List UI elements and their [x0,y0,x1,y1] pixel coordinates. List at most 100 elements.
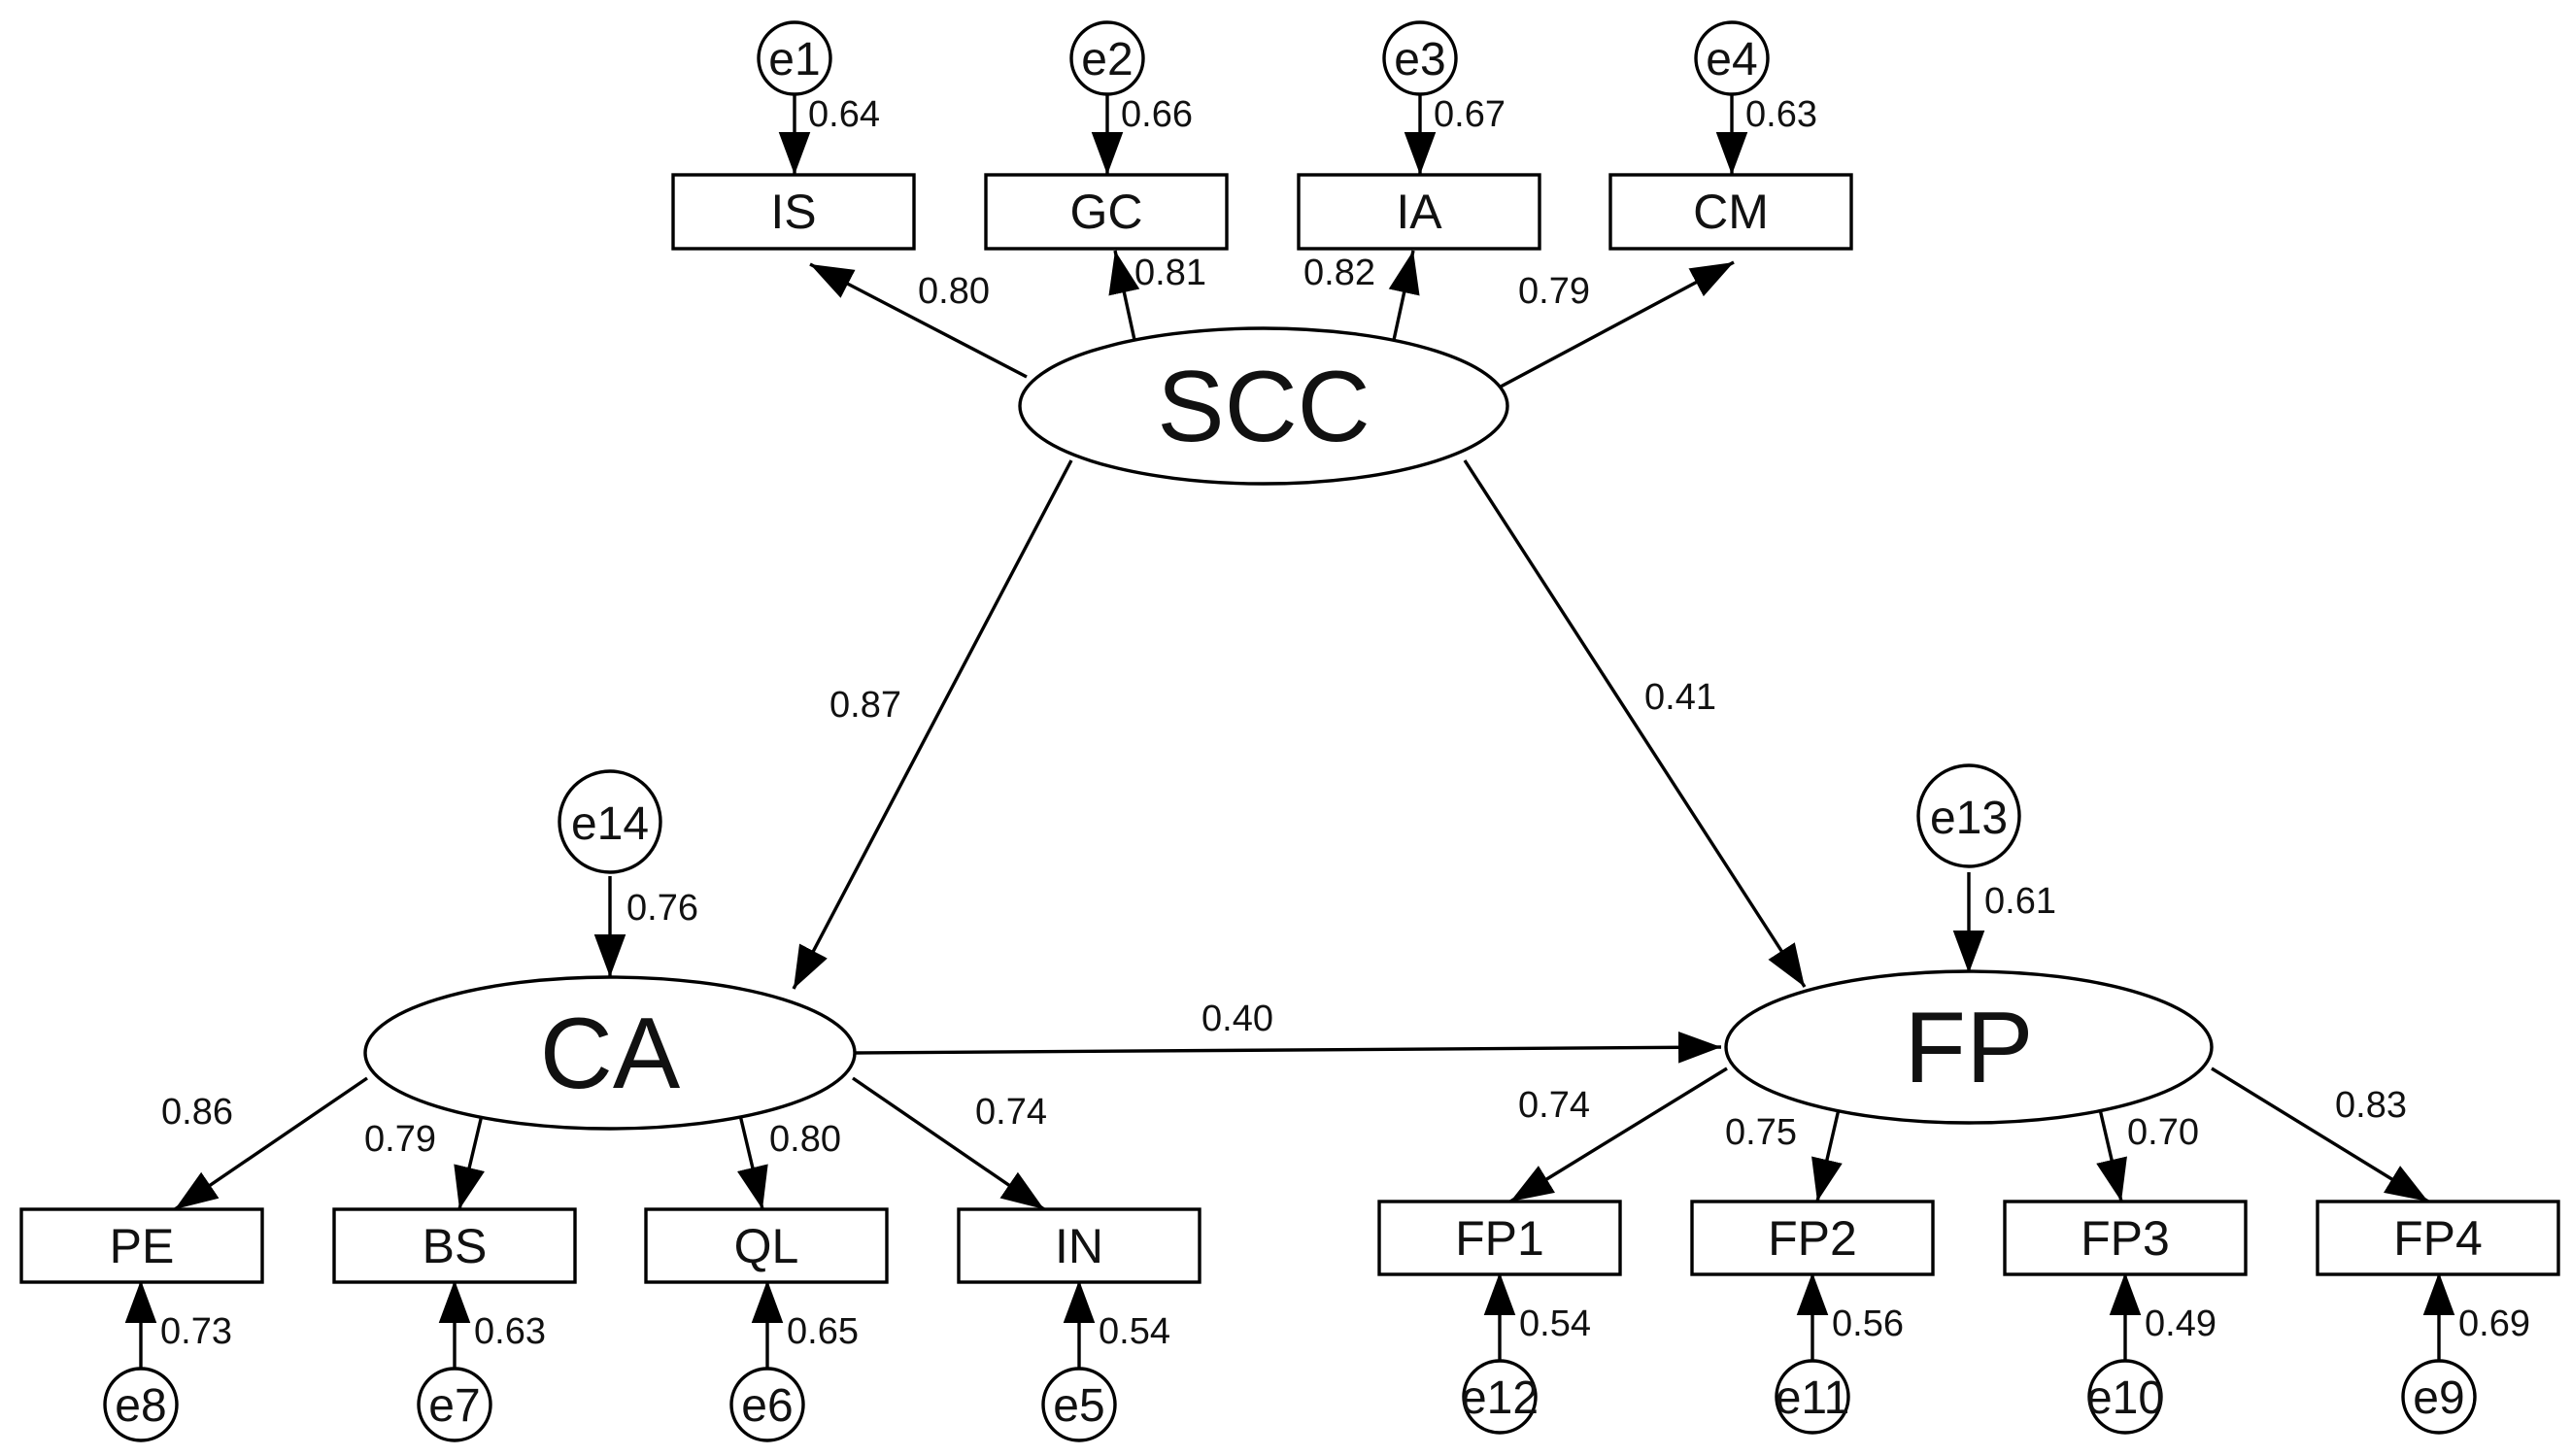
coef-e10: 0.49 [2145,1304,2217,1344]
indicator-label-fp1: FP1 [1455,1211,1544,1266]
error-label-e14: e14 [571,798,649,850]
indicator-label-cm: CM [1693,185,1769,239]
coefficients: 0.64 0.66 0.67 0.63 0.80 0.81 0.82 0.79 … [160,94,2530,1352]
indicator-label-is: IS [770,185,816,239]
error-label-e2: e2 [1081,34,1133,85]
edge-scc-is [809,262,1028,379]
edge-ca-ql [737,1114,768,1210]
coef-e9: 0.69 [2458,1304,2530,1344]
latent-variables: SCC CA FP [363,326,2214,1131]
indicator-label-gc: GC [1070,185,1143,239]
error-label-e3: e3 [1394,34,1445,85]
indicator-label-fp2: FP2 [1768,1211,1857,1266]
coef-fp-fp3: 0.70 [2127,1112,2199,1153]
indicator-label-fp4: FP4 [2393,1211,2483,1266]
error-e10: e10 [2086,1359,2164,1435]
indicator-gc: GC [984,173,1229,251]
error-e14: e14 [558,769,662,874]
edge-scc-fp [1463,459,1807,988]
error-e8: e8 [103,1367,179,1442]
edge-ca-bs [454,1114,485,1210]
error-label-e12: e12 [1461,1372,1539,1424]
error-e5: e5 [1041,1367,1117,1442]
indicator-fp2: FP2 [1690,1200,1935,1276]
edge-scc-ia [1388,250,1420,341]
coef-e1: 0.64 [808,94,880,135]
indicator-fp4: FP4 [2316,1200,2560,1276]
coef-scc-gc: 0.81 [1134,253,1206,293]
edge-ca-in [852,1076,1045,1211]
coef-scc-fp: 0.41 [1644,677,1716,718]
indicator-bs: BS [332,1207,577,1284]
error-e4: e4 [1694,20,1770,96]
edge-ca-fp [854,1032,1722,1064]
error-e6: e6 [729,1367,805,1442]
error-label-e11: e11 [1776,1372,1850,1424]
error-e3: e3 [1382,20,1458,96]
coef-e8: 0.73 [160,1311,232,1352]
coef-e2: 0.66 [1121,94,1193,135]
indicator-label-bs: BS [423,1219,488,1273]
coef-e12: 0.54 [1519,1304,1591,1344]
coef-scc-ca: 0.87 [829,685,901,726]
coef-e14: 0.76 [626,888,698,929]
coef-ca-bs: 0.79 [364,1119,436,1160]
latent-fp: FP [1724,969,2214,1125]
edge-fp-fp3 [2096,1108,2127,1202]
edge-scc-gc [1108,250,1140,341]
indicator-fp3: FP3 [2003,1200,2248,1276]
error-terms: e1 e2 e3 e4 e14 e13 e8 e7 e6 e5 e12 e11 … [103,20,2477,1442]
coef-e5: 0.54 [1099,1311,1170,1352]
coef-e4: 0.63 [1745,94,1817,135]
error-e1: e1 [757,20,832,96]
latent-label-fp: FP [1905,992,2034,1104]
error-label-e13: e13 [1930,793,2008,844]
error-label-e10: e10 [2086,1372,2164,1424]
error-label-e6: e6 [741,1380,793,1432]
coef-ca-in: 0.74 [975,1092,1047,1133]
indicator-ql: QL [644,1207,889,1284]
coef-fp-fp4: 0.83 [2335,1085,2407,1126]
error-e11: e11 [1775,1359,1850,1435]
coef-ca-fp: 0.40 [1201,999,1273,1039]
coef-fp-fp1: 0.74 [1518,1085,1590,1126]
coef-fp-fp2: 0.75 [1725,1112,1797,1153]
indicator-label-in: IN [1055,1219,1103,1273]
latent-label-ca: CA [540,998,681,1110]
coef-scc-cm: 0.79 [1518,271,1590,312]
latent-scc: SCC [1018,326,1509,486]
error-e12: e12 [1461,1359,1539,1435]
edge-scc-ca [792,459,1073,990]
edge-ca-pe [174,1076,368,1211]
coef-e6: 0.65 [787,1311,859,1352]
error-e2: e2 [1069,20,1145,96]
edge-scc-cm [1500,260,1735,389]
coef-scc-is: 0.80 [918,271,990,312]
indicator-pe: PE [19,1207,264,1284]
indicator-is: IS [671,173,916,251]
error-label-e8: e8 [115,1380,166,1432]
coef-scc-ia: 0.82 [1303,253,1375,293]
coef-e11: 0.56 [1832,1304,1904,1344]
indicator-cm: CM [1608,173,1853,251]
error-label-e4: e4 [1706,34,1757,85]
latent-label-scc: SCC [1157,351,1371,463]
edge-fp-fp4 [2211,1067,2429,1203]
error-label-e7: e7 [428,1380,480,1432]
coef-ca-pe: 0.86 [161,1092,233,1133]
indicator-label-pe: PE [110,1219,175,1273]
indicator-in: IN [957,1207,1201,1284]
observed-variables: IS GC IA CM PE BS QL IN [19,173,2560,1284]
latent-ca: CA [363,975,857,1131]
indicator-label-ia: IA [1396,185,1442,239]
coef-e7: 0.63 [474,1311,546,1352]
error-label-e5: e5 [1053,1380,1104,1432]
indicator-label-ql: QL [734,1219,799,1273]
coef-ca-ql: 0.80 [769,1119,841,1160]
indicator-label-fp3: FP3 [2081,1211,2170,1266]
coef-e3: 0.67 [1434,94,1506,135]
error-label-e9: e9 [2413,1372,2464,1424]
indicator-fp1: FP1 [1377,1200,1622,1276]
indicator-ia: IA [1297,173,1541,251]
